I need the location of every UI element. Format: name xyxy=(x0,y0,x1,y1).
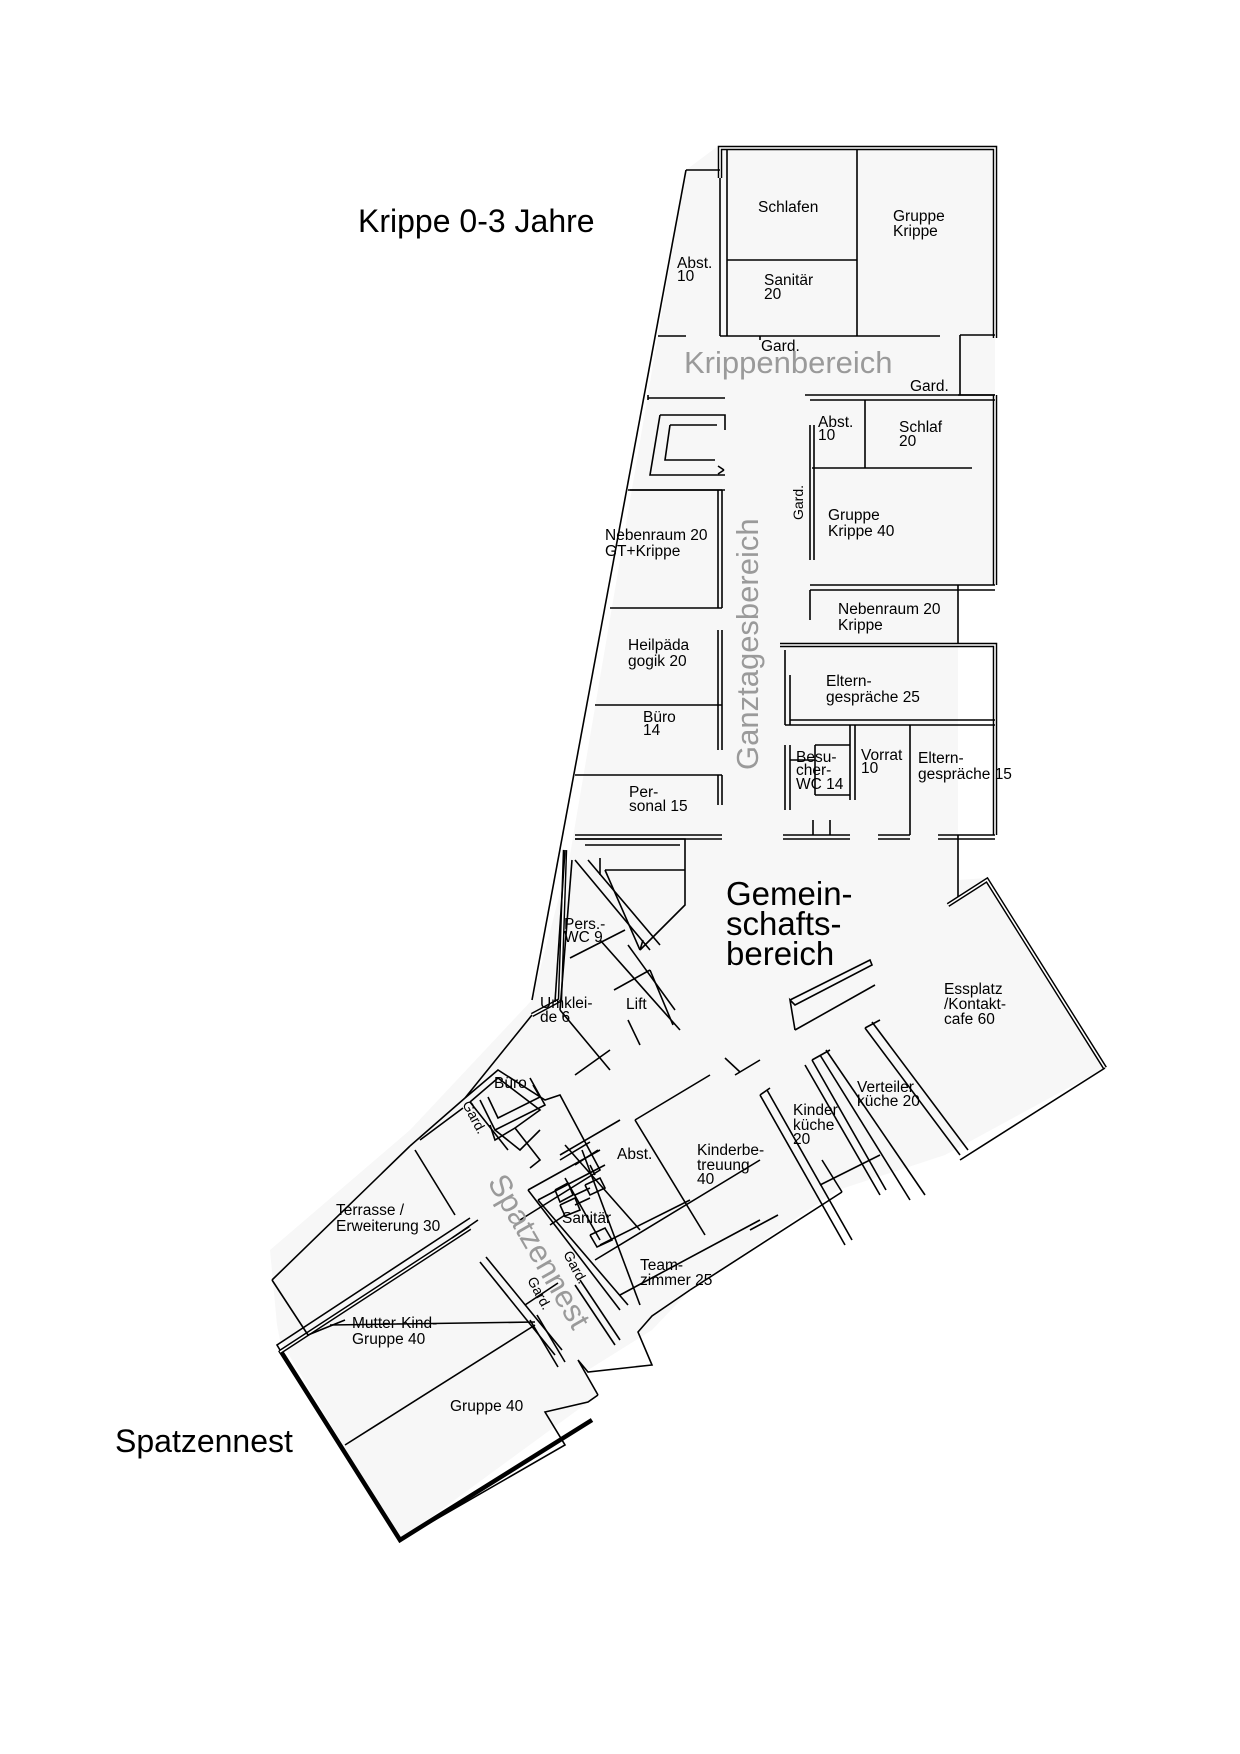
room-gard-top: Gard. xyxy=(761,338,800,355)
room-kinderbetreuung-line3: 40 xyxy=(697,1171,715,1188)
room-labels: Schlafen Gruppe Krippe Abst. 10 Sanitär … xyxy=(336,199,1012,1415)
room-nebenraum-gt-line1: Nebenraum 20 xyxy=(605,527,708,544)
room-kinderkueche-line3: 20 xyxy=(793,1131,811,1148)
room-eltern15-line1: Eltern- xyxy=(918,750,964,767)
room-sanitaer-low: Sanitär xyxy=(562,1210,611,1227)
room-perswc-line1: Pers.- xyxy=(564,916,605,933)
zone-gemeinschaft-line2: schafts- xyxy=(726,905,842,942)
room-verteiler-line2: küche 20 xyxy=(857,1093,920,1110)
building-floor xyxy=(270,146,1105,1540)
room-mutterkind-line1: Mutter-Kind- xyxy=(352,1315,437,1332)
room-umkleide-line2: de 6 xyxy=(540,1009,570,1026)
room-schlaf-line2: 20 xyxy=(899,433,917,450)
room-besucher-line2: cher- xyxy=(796,762,831,779)
room-kinderbetreuung-line2: treuung xyxy=(697,1157,750,1174)
room-terrasse-line1: Terrasse / xyxy=(336,1202,405,1219)
buero-low-walls xyxy=(419,1069,602,1221)
title-spatzennest: Spatzennest xyxy=(115,1423,293,1459)
room-eltern25-line2: gespräche 25 xyxy=(826,689,920,706)
room-gard-vertical: Gard. xyxy=(790,485,806,520)
room-buero14-line2: 14 xyxy=(643,722,661,739)
room-umkleide-line1: Umklei- xyxy=(540,995,593,1012)
room-sanitaer-top-line2: 20 xyxy=(764,286,782,303)
room-gard-right: Gard. xyxy=(910,378,949,395)
room-abst-top-line1: Abst. xyxy=(677,255,712,272)
room-verteiler-line1: Verteiler xyxy=(857,1079,914,1096)
room-heilpaed-line1: Heilpäda xyxy=(628,637,690,654)
room-vorrat-line1: Vorrat xyxy=(861,747,903,764)
room-besucher-line1: Besu- xyxy=(796,749,837,766)
room-perswc-line2: WC 9 xyxy=(564,929,603,946)
title-krippe: Krippe 0-3 Jahre xyxy=(358,203,595,239)
core-walls xyxy=(554,838,686,1076)
zone-ganztagesbereich: Ganztagesbereich xyxy=(730,518,765,770)
titles: Krippe 0-3 Jahre Spatzennest xyxy=(115,203,595,1459)
room-eltern15-line2: gespräche 15 xyxy=(918,766,1012,783)
room-schlafen: Schlafen xyxy=(758,199,818,216)
room-mutterkind-line2: Gruppe 40 xyxy=(352,1331,426,1348)
room-personal-line1: Per- xyxy=(629,784,658,801)
room-essplatz-line3: cafe 60 xyxy=(944,1011,995,1028)
room-besucher-line3: WC 14 xyxy=(796,776,844,793)
room-schlaf-line1: Schlaf xyxy=(899,419,943,436)
room-abst-mid-line1: Abst. xyxy=(818,414,853,431)
room-abst-low: Abst. xyxy=(617,1146,652,1163)
outer-walls xyxy=(271,145,1107,1544)
room-nebenraum-krippe-line1: Nebenraum 20 xyxy=(838,601,941,618)
room-teamzimmer-line1: Team- xyxy=(640,1257,683,1274)
room-eltern25-line1: Eltern- xyxy=(826,673,872,690)
room-heilpaed-line2: gogik 20 xyxy=(628,653,687,670)
room-abst-top-line2: 10 xyxy=(677,268,695,285)
room-essplatz-line2: /Kontakt- xyxy=(944,996,1006,1013)
room-lift: Lift xyxy=(626,996,647,1013)
room-kinderkueche-line1: Kinder xyxy=(793,1102,838,1119)
room-kinderbetreuung-line1: Kinderbe- xyxy=(697,1142,764,1159)
room-gruppe40: Gruppe 40 xyxy=(450,1398,524,1415)
service-walls xyxy=(783,650,995,840)
room-vorrat-line2: 10 xyxy=(861,760,879,777)
community-walls xyxy=(634,958,876,1236)
room-buero14-line1: Büro xyxy=(643,709,676,726)
room-personal-line2: sonal 15 xyxy=(629,798,688,815)
spatzennest-walls xyxy=(307,1077,761,1446)
room-essplatz-line1: Essplatz xyxy=(944,981,1003,998)
room-terrasse-line2: Erweiterung 30 xyxy=(336,1218,441,1235)
ganztag-walls xyxy=(575,395,726,840)
zone-gemeinschaft-line1: Gemein- xyxy=(726,875,853,912)
room-gruppe-krippe-1-line2: Krippe xyxy=(893,223,938,240)
room-buero-low: Büro xyxy=(494,1075,527,1092)
room-kinderkueche-line2: küche xyxy=(793,1117,834,1134)
zone-krippenbereich: Krippenbereich xyxy=(684,345,893,380)
room-gruppe-krippe-1-line1: Gruppe xyxy=(893,208,945,225)
room-nebenraum-krippe-line2: Krippe xyxy=(838,617,883,634)
krippe-walls xyxy=(658,150,995,620)
room-abst-mid-line2: 10 xyxy=(818,427,836,444)
room-gruppe-krippe-2-line2: Krippe 40 xyxy=(828,523,895,540)
kitchen-walls xyxy=(749,1019,969,1246)
zone-gemeinschaft-line3: bereich xyxy=(726,935,834,972)
room-nebenraum-gt-line2: GT+Krippe xyxy=(605,543,680,560)
room-gruppe-krippe-2-line1: Gruppe xyxy=(828,507,880,524)
room-teamzimmer-line2: zimmer 25 xyxy=(640,1272,712,1289)
room-sanitaer-top-line1: Sanitär xyxy=(764,272,813,289)
